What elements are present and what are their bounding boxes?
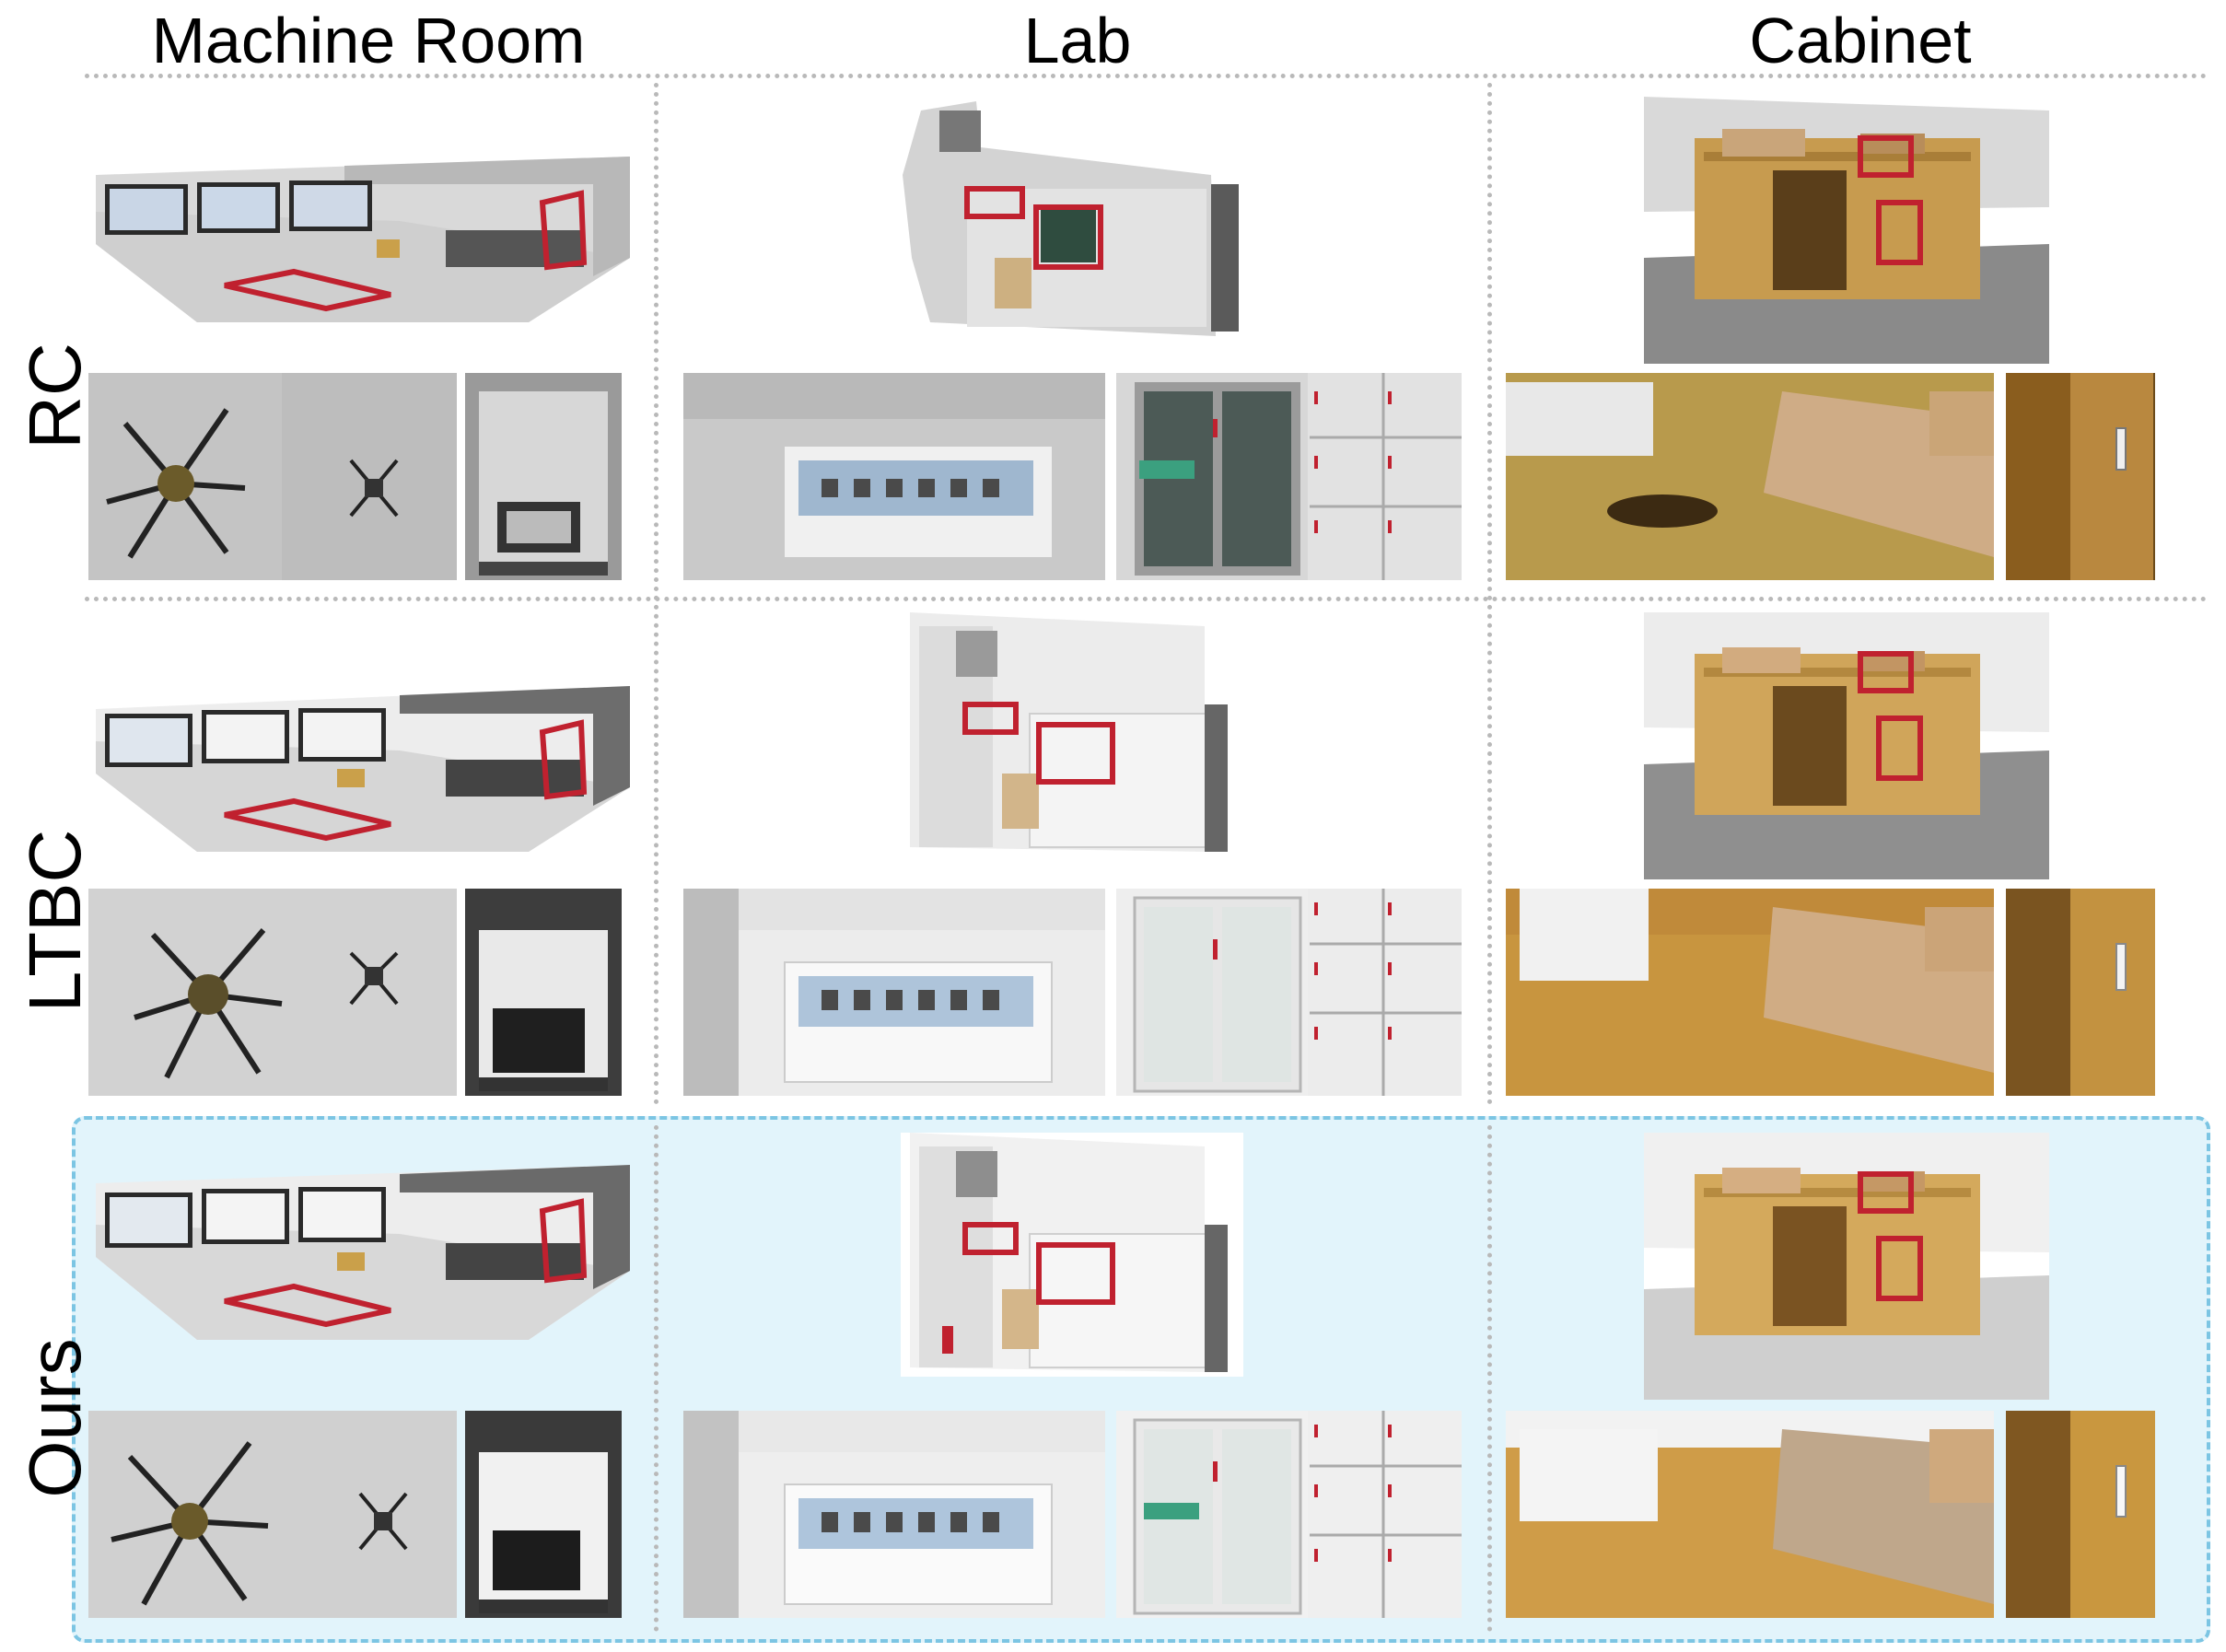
rc-machine-room-drone-crop (88, 373, 457, 580)
rc-machine-room-door-crop (465, 373, 622, 580)
rc-lab-cabinet-crop (1116, 373, 1462, 580)
ltbc-machine-room-drone-crop (88, 889, 457, 1096)
ltbc-lab-panel-crop (683, 889, 1105, 1096)
rc-lab-overview (893, 92, 1262, 350)
separator-rc-ltbc (85, 597, 2208, 601)
separator-col-2 (1487, 83, 1492, 1105)
rc-machine-room-overview (96, 157, 630, 322)
ltbc-cabinet-box-crop (1506, 889, 1994, 1096)
ours-lab-cabinet-crop (1116, 1411, 1462, 1618)
ours-machine-room-drone-crop (88, 1411, 457, 1618)
rc-cabinet-handle-crop (2006, 373, 2155, 580)
ltbc-machine-room-door-crop (465, 889, 622, 1096)
ours-machine-room-overview (96, 1165, 630, 1340)
ltbc-cabinet-overview (1644, 612, 2049, 879)
ltbc-lab-cabinet-crop (1116, 889, 1462, 1096)
separator-col-1-ours (654, 1125, 658, 1632)
ltbc-cabinet-handle-crop (2006, 889, 2155, 1096)
ours-lab-panel-crop (683, 1411, 1105, 1618)
ours-cabinet-box-crop (1506, 1411, 1994, 1618)
ltbc-machine-room-overview (96, 686, 630, 852)
separator-col-2-ours (1487, 1125, 1492, 1632)
rc-lab-panel-crop (683, 373, 1105, 580)
column-title-lab: Lab (1023, 5, 1132, 76)
ours-cabinet-handle-crop (2006, 1411, 2155, 1618)
column-title-machine-room: Machine Room (151, 5, 586, 76)
rc-cabinet-overview (1644, 97, 2049, 364)
ours-cabinet-overview (1644, 1133, 2049, 1400)
ours-machine-room-door-crop (465, 1411, 622, 1618)
ltbc-lab-overview (901, 612, 1243, 856)
separator-top (85, 74, 2208, 78)
column-title-cabinet: Cabinet (1749, 5, 1972, 76)
ours-lab-overview (901, 1133, 1243, 1377)
rc-cabinet-box-crop (1506, 373, 1994, 580)
separator-col-1 (654, 83, 658, 1105)
